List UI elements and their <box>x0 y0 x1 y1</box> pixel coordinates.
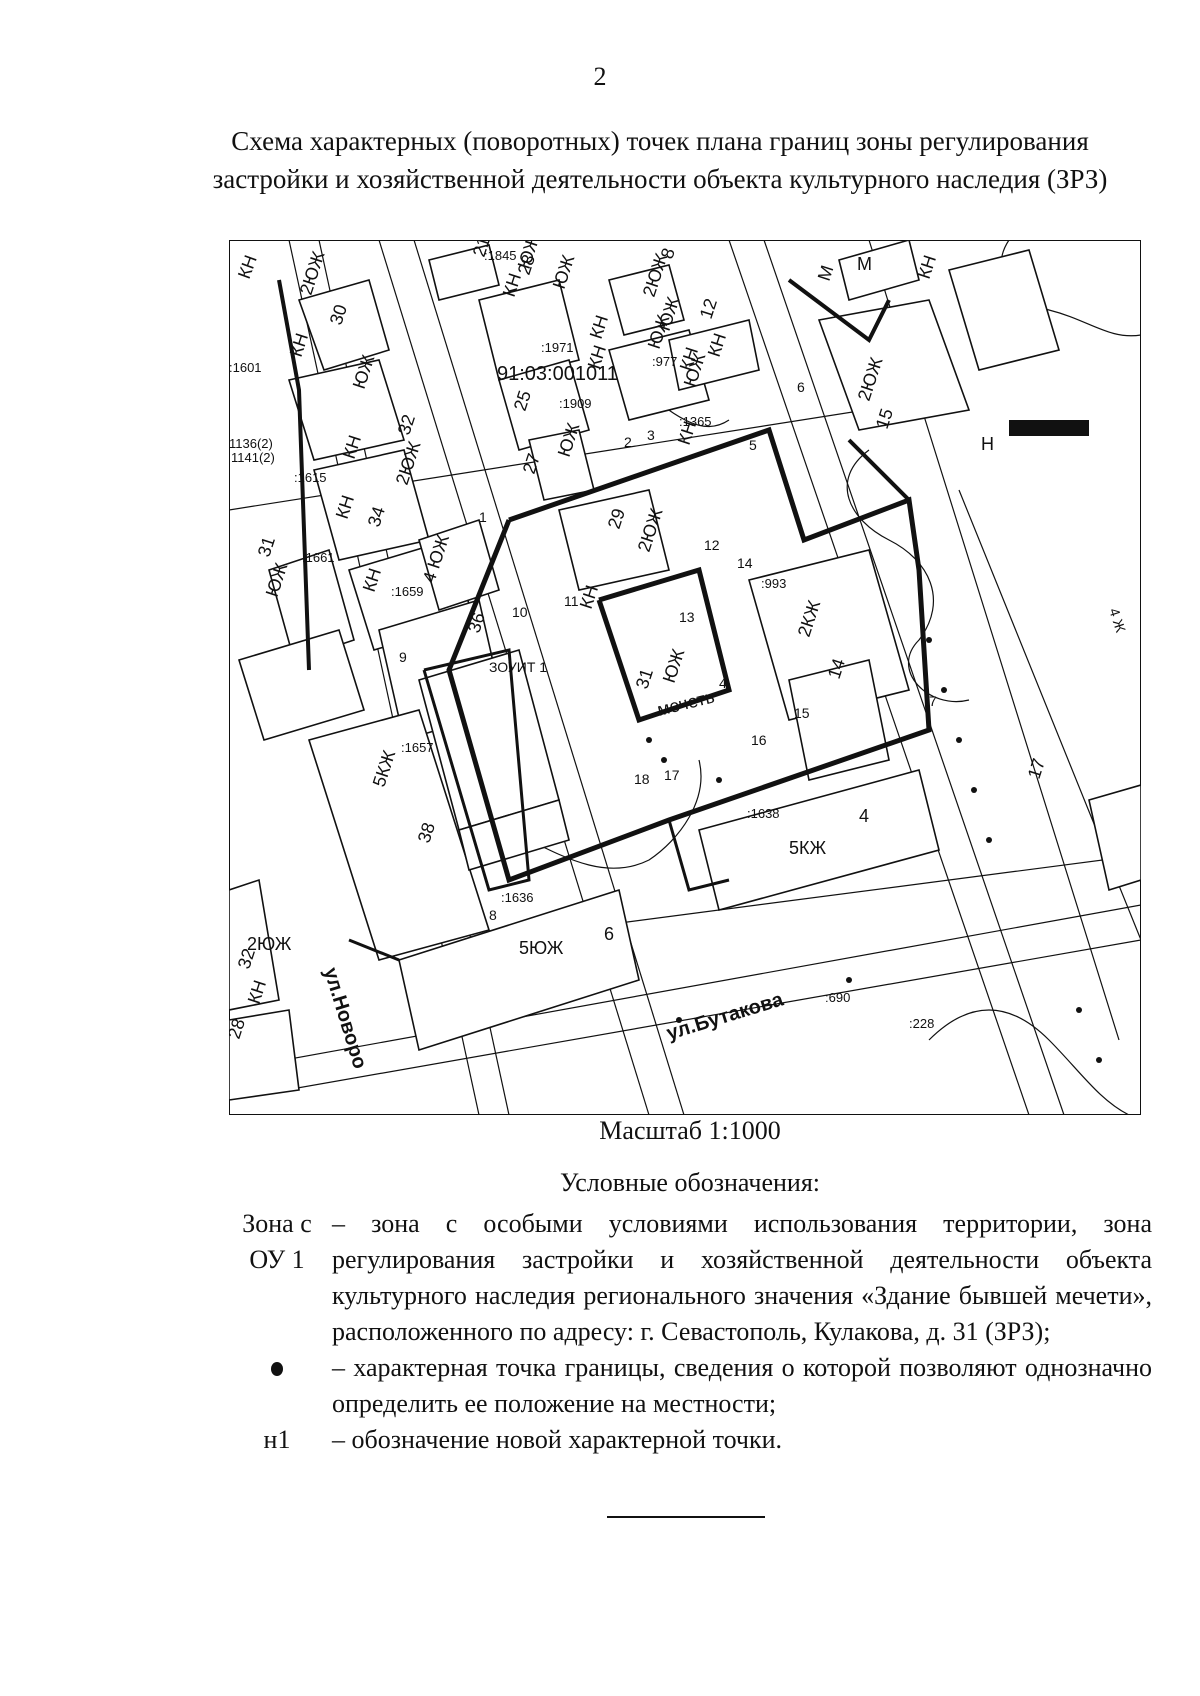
cadastre-ref-label: 1141(2) <box>231 450 275 465</box>
cadastre-ref-label: :1909 <box>559 396 592 411</box>
building-label: 5КЖ <box>789 838 826 858</box>
boundary-point-label: 9 <box>399 649 407 665</box>
legend-title: Условные обозначения: <box>559 1168 821 1197</box>
boundary-point-label: 11 <box>564 593 579 609</box>
building-label: 5ЮЖ <box>519 938 564 958</box>
boundary-point-label: 8 <box>489 907 497 923</box>
map-scale: Масштаб 1:1000 <box>599 1116 781 1145</box>
cadastre-ref-label: :1661 <box>302 550 335 565</box>
building-label: М <box>857 254 872 274</box>
legend-point-symbol <box>222 1350 332 1422</box>
cadastre-ref-label: :1845 <box>484 248 517 263</box>
boundary-point-label: 17 <box>664 767 680 783</box>
cadastre-ref-label: :993 <box>761 576 786 591</box>
legend-zone-symbol-line1: Зона с <box>242 1209 312 1238</box>
cadastre-ref-label: :1638 <box>747 806 780 821</box>
cadastre-ref-label: :1659 <box>391 584 424 599</box>
title-line-1: Схема характерных (поворотных) точек пла… <box>231 126 1089 156</box>
zone-label: ЗОУИТ 1 <box>489 659 547 675</box>
legend-zone-desc: – зона с особыми условиями использования… <box>332 1209 1152 1346</box>
boundary-point-label: 2 <box>624 434 632 450</box>
parcel-number-label: 91:03:001011 <box>497 363 618 385</box>
building-label: 21 <box>469 240 494 259</box>
boundary-point-label: 6 <box>797 379 805 395</box>
cadastre-ref-label: :1615 <box>294 470 327 485</box>
cadastre-ref-label: :1971 <box>541 340 574 355</box>
boundary-point-label: 16 <box>751 732 767 748</box>
cadastre-ref-label: :690 <box>825 990 850 1005</box>
boundary-point-label: 12 <box>704 537 720 553</box>
building-label: 6 <box>604 924 614 944</box>
title-line-2: застройки и хозяйственной деятельности о… <box>212 164 1108 194</box>
boundary-point-label: 10 <box>512 604 528 620</box>
cadastre-ref-label: :1636 <box>501 890 534 905</box>
legend-item-zone: Зона с ОУ 1 – зона с особыми условиями и… <box>222 1206 1152 1350</box>
building-label: М <box>814 263 838 283</box>
legend-zone-symbol-line2: ОУ 1 <box>249 1245 305 1274</box>
end-rule <box>607 1516 765 1518</box>
cadastre-ref-label: :1657 <box>401 740 434 755</box>
building-label: Н <box>981 434 994 454</box>
boundary-point-label: 5 <box>749 437 757 453</box>
boundary-point-label: 15 <box>794 705 810 721</box>
legend-point-desc: – характерная точка границы, сведения о … <box>332 1353 1152 1418</box>
legend-item-new-point: н1 – обозначение новой характерной точки… <box>222 1422 1152 1458</box>
boundary-point-label: 1 <box>479 509 487 525</box>
building-label: 28 <box>229 1016 249 1041</box>
boundary-point-label: 14 <box>737 555 753 571</box>
legend-new-point-symbol: н1 <box>263 1425 291 1454</box>
boundary-point-label: 3 <box>647 427 655 443</box>
cadastre-ref-label: :1601 <box>229 360 262 375</box>
cadastre-ref-label: :1365 <box>679 414 712 429</box>
building-label: 2ЮЖ <box>247 934 292 954</box>
legend-item-point: – характерная точка границы, сведения о … <box>222 1350 1152 1422</box>
boundary-point-label: 7 <box>929 693 937 709</box>
cadastre-ref-label: :977 <box>652 354 677 369</box>
cadastre-ref-label: 1136(2) <box>229 436 273 451</box>
legend: Зона с ОУ 1 – зона с особыми условиями и… <box>222 1206 1152 1458</box>
legend-new-point-desc: – обозначение новой характерной точки. <box>332 1425 783 1454</box>
boundary-point-label: 4 <box>719 675 727 691</box>
boundary-point-label: 18 <box>634 771 650 787</box>
boundary-point-label: 13 <box>679 609 695 625</box>
boundary-point-dot-icon <box>271 1362 283 1376</box>
cadastre-ref-label: :228 <box>909 1016 934 1031</box>
building-label: 4 <box>859 806 869 826</box>
page-title: Схема характерных (поворотных) точек пла… <box>160 122 1160 198</box>
page-number: 2 <box>593 62 607 91</box>
legend-zone-symbol: Зона с ОУ 1 <box>222 1206 332 1350</box>
map-edge-label: 4 Ж <box>1106 606 1129 634</box>
